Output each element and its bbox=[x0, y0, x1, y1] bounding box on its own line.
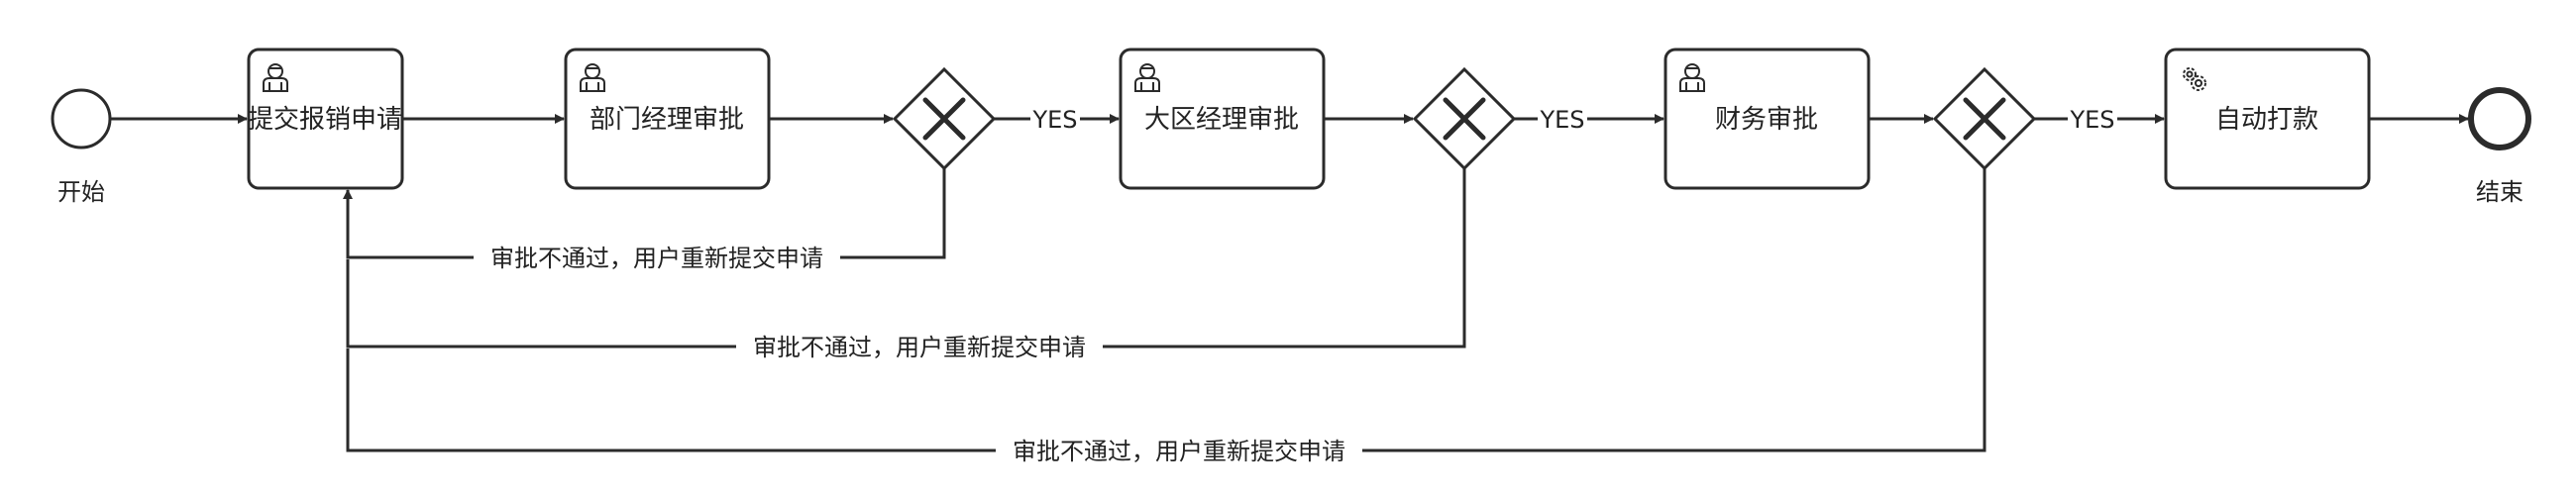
reject-label-2: 审批不通过，用户重新提交申请 bbox=[753, 334, 1086, 361]
exclusive-gateway-x-icon bbox=[1443, 97, 1486, 141]
task-label-dept: 部门经理审批 bbox=[590, 105, 744, 135]
yes-label-g3: YES bbox=[2069, 106, 2114, 134]
yes-label-g2: YES bbox=[1539, 106, 1584, 134]
start-event-label: 开始 bbox=[57, 178, 105, 206]
user-icon bbox=[1679, 63, 1705, 92]
task-label-pay: 自动打款 bbox=[2215, 105, 2318, 135]
user-icon bbox=[580, 63, 605, 92]
reject-label-1: 审批不通过，用户重新提交申请 bbox=[490, 245, 823, 272]
end-event-label: 结束 bbox=[2476, 178, 2523, 206]
task-label-submit: 提交报销申请 bbox=[248, 105, 402, 135]
exclusive-gateway-x-icon bbox=[922, 97, 966, 141]
flow-reject-3 bbox=[346, 168, 1986, 452]
end-event[interactable] bbox=[2468, 87, 2531, 150]
gears-icon bbox=[2183, 67, 2206, 91]
reject-label-3: 审批不通过，用户重新提交申请 bbox=[1013, 438, 1345, 465]
user-icon bbox=[263, 63, 288, 92]
user-icon bbox=[1134, 63, 1160, 92]
task-label-region: 大区经理审批 bbox=[1144, 105, 1299, 135]
start-event[interactable] bbox=[51, 88, 112, 150]
exclusive-gateway-x-icon bbox=[1963, 97, 2006, 141]
yes-label-g1: YES bbox=[1031, 106, 1077, 134]
task-label-finance: 财务审批 bbox=[1715, 105, 1818, 135]
